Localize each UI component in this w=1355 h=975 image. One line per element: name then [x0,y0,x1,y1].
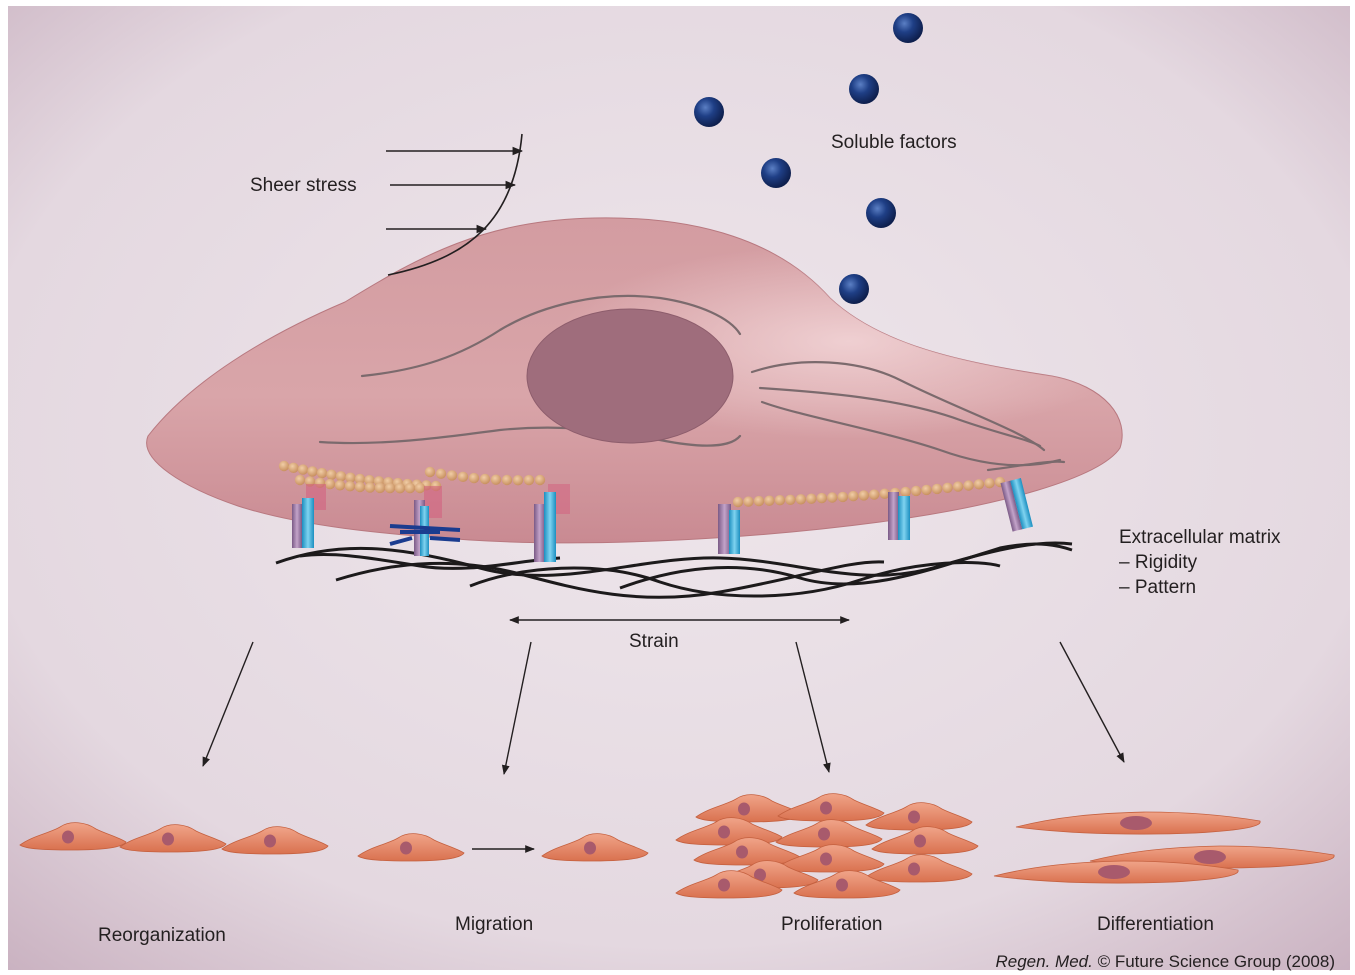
actin-bead [436,469,446,479]
actin-bead [279,461,289,471]
soluble-factor-sphere [893,13,923,43]
actin-bead [838,492,848,502]
actin-bead [355,482,365,492]
actin-bead [806,494,816,504]
actin-bead [535,475,545,485]
actin-bead [458,472,468,482]
actin-bead [817,493,827,503]
actin-bead [513,475,523,485]
actin-bead [295,475,305,485]
actin-bead [869,489,879,499]
credit-journal: Regen. Med. [996,952,1093,971]
actin-bead [335,480,345,490]
actin-bead [395,483,405,493]
migration-label: Migration [455,915,533,934]
actin-bead [733,497,743,507]
actin-bead [447,470,457,480]
actin-bead [796,494,806,504]
actin-bead [336,471,346,481]
actin-bead [848,491,858,501]
actin-bead [754,496,764,506]
ecm-pattern-label: – Pattern [1119,578,1196,597]
integrin-receptor [888,492,910,540]
actin-bead [345,481,355,491]
actin-bead [502,475,512,485]
soluble-factors-label: Soluble factors [831,133,957,152]
actin-bead [524,475,534,485]
actin-bead [942,483,952,493]
actin-bead [764,496,774,506]
differentiation-label: Differentiation [1097,915,1214,934]
actin-bead [775,495,785,505]
actin-bead [469,473,479,483]
actin-bead [415,483,425,493]
actin-bead [827,492,837,502]
actin-bead [307,466,317,476]
soluble-factor-sphere [694,97,724,127]
actin-bead [405,483,415,493]
strain-label: Strain [629,632,679,651]
actin-bead [365,482,375,492]
actin-bead [932,484,942,494]
actin-bead [974,479,984,489]
soluble-factor-sphere [839,274,869,304]
actin-bead [743,496,753,506]
actin-bead [901,487,911,497]
integrin-receptor [718,504,740,554]
soluble-factor-sphere [761,158,791,188]
actin-bead [963,480,973,490]
actin-bead [911,486,921,496]
actin-bead [317,468,327,478]
actin-bead [921,485,931,495]
nucleus [527,309,733,443]
actin-bead [953,481,963,491]
soluble-factor-sphere [866,198,896,228]
proliferation-label: Proliferation [781,915,882,934]
actin-bead [325,479,335,489]
soluble-factor-sphere [849,74,879,104]
actin-bead [859,490,869,500]
sheer-stress-label: Sheer stress [250,176,357,195]
actin-bead [385,483,395,493]
actin-bead [288,463,298,473]
ecm-rigidity-label: – Rigidity [1119,553,1197,572]
actin-bead [425,467,435,477]
actin-bead [480,474,490,484]
figure-credit: Regen. Med. © Future Science Group (2008… [996,952,1336,972]
actin-bead [491,475,501,485]
actin-bead [785,495,795,505]
reorganization-label: Reorganization [98,926,226,945]
ecm-title-label: Extracellular matrix [1119,528,1281,547]
actin-bead [984,478,994,488]
actin-bead [375,483,385,493]
credit-publisher: © Future Science Group (2008) [1098,952,1335,971]
actin-bead [298,464,308,474]
actin-bead [326,470,336,480]
reorganization-cells [20,823,328,854]
